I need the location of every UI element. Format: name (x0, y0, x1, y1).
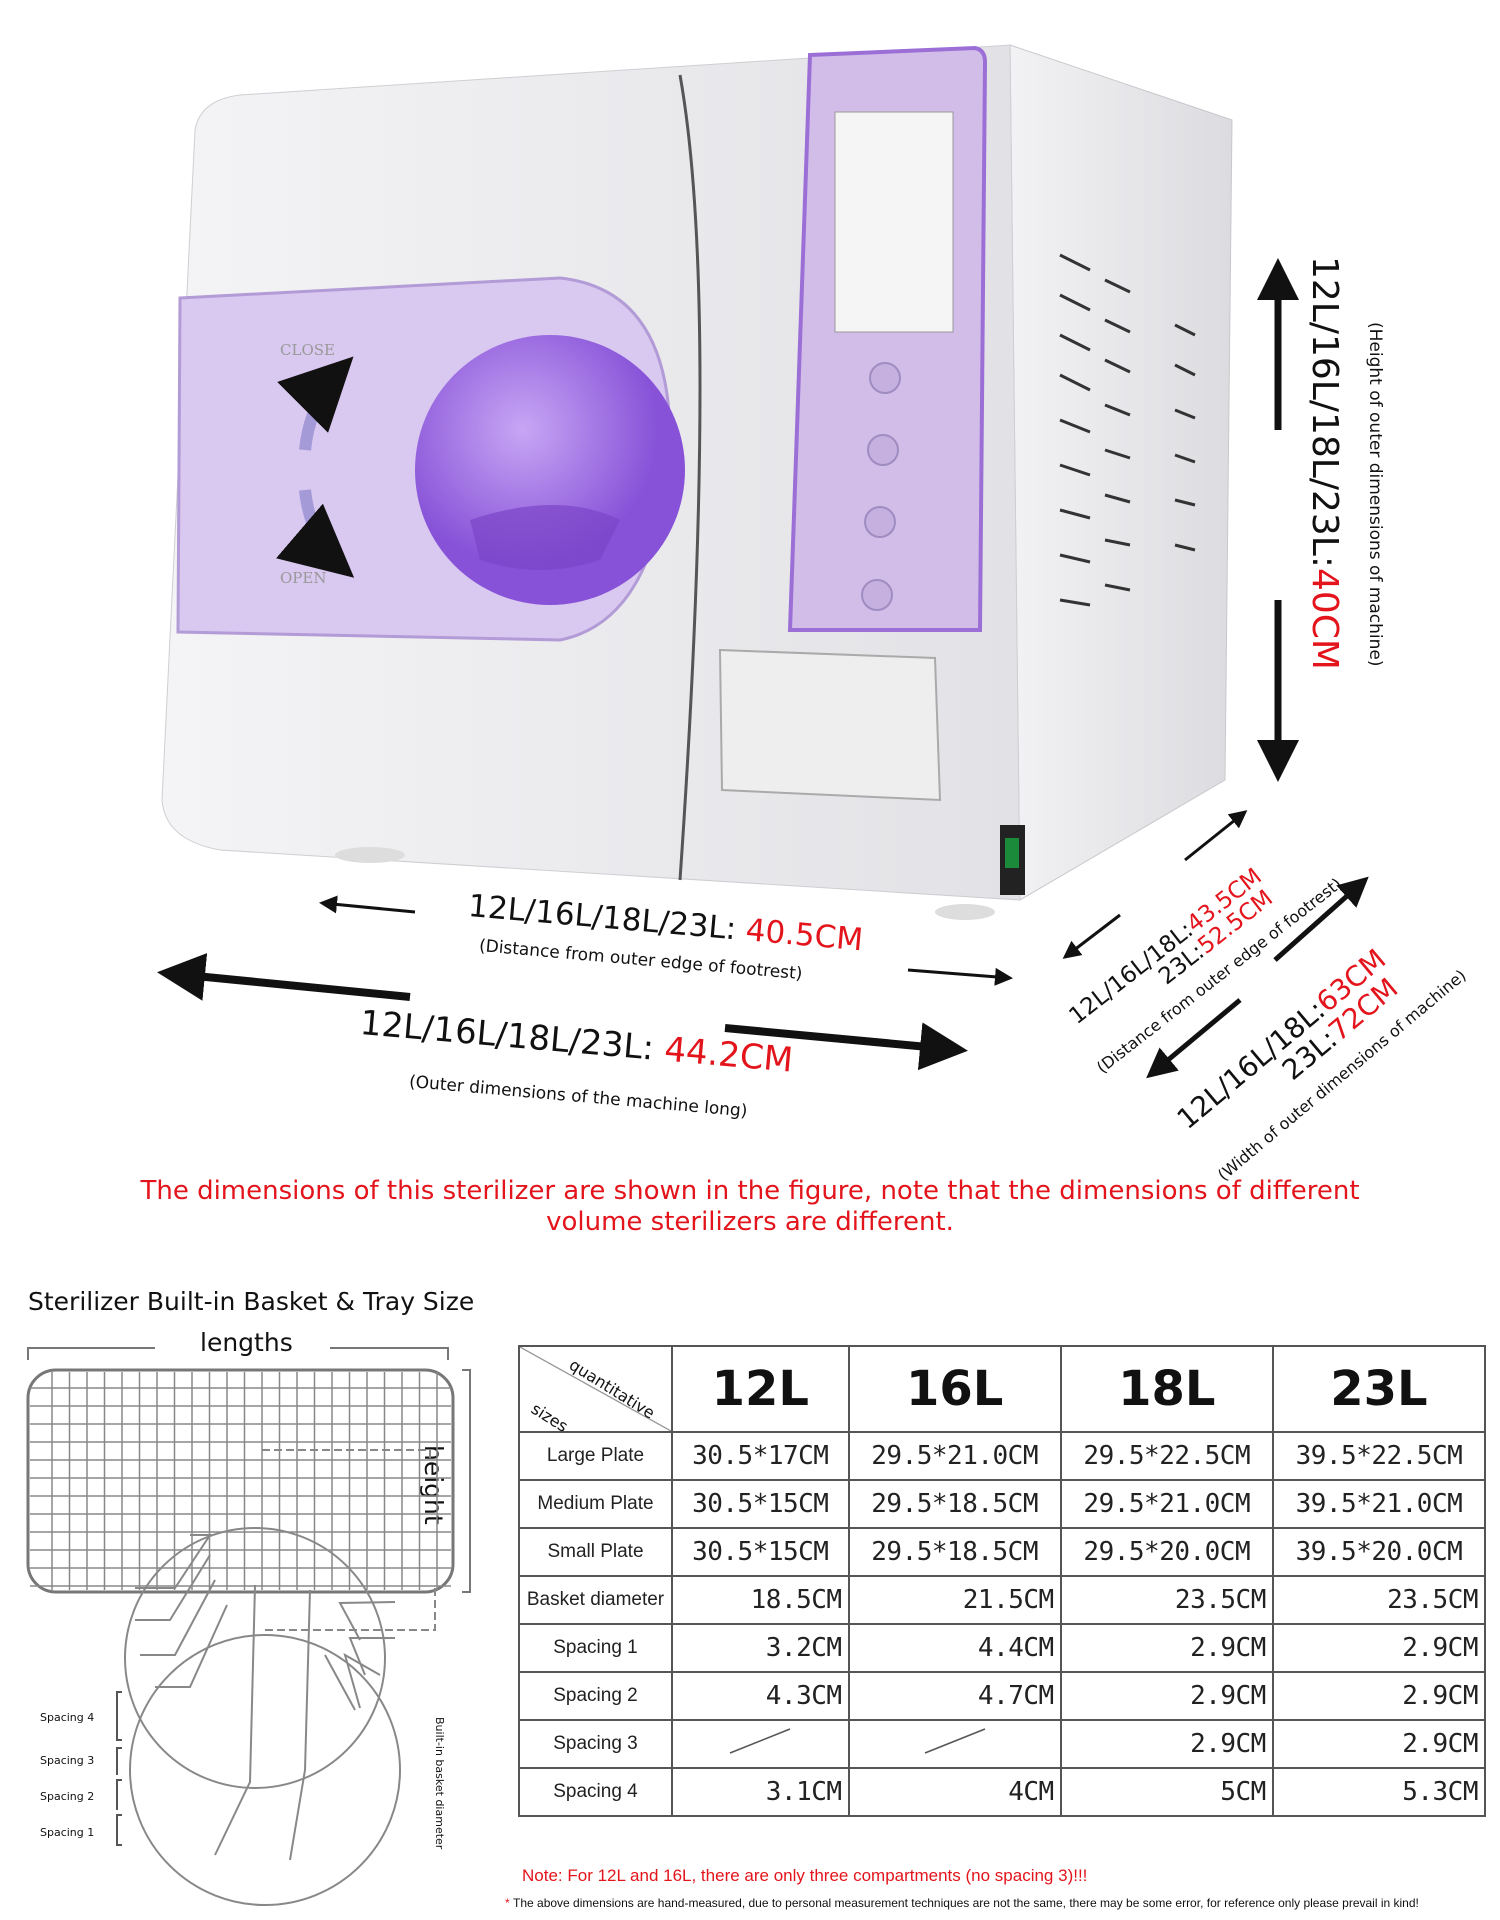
table-cell: 18.5CM (671, 1575, 850, 1625)
footnote: * The above dimensions are hand-measured… (505, 1896, 1419, 1910)
table-cell: 2.9CM (1271, 1623, 1487, 1673)
corner-top-label: quantitative (565, 1355, 659, 1423)
table-cell: 30.5*15CM (671, 1527, 850, 1577)
start-button[interactable] (861, 579, 893, 611)
table-cell: 39.5*21.0CM (1271, 1479, 1487, 1529)
down-button[interactable] (864, 506, 896, 538)
corner-bottom-label: sizes (527, 1399, 572, 1436)
table-cell: 4.3CM (671, 1671, 850, 1721)
basket-diameter-label: Built-in basket diameter (433, 1717, 446, 1850)
table-cell: 29.5*22.5CM (1059, 1431, 1274, 1481)
table-cell: 2.9CM (1059, 1671, 1274, 1721)
table-cell: 3.1CM (671, 1767, 850, 1817)
size-table: quantitative sizes 12L 16L 18L 23L Large… (518, 1345, 1487, 1817)
spacing-2-label: Spacing 2 (40, 1790, 95, 1803)
table-cell: 5CM (1059, 1767, 1274, 1817)
footnote-text: The above dimensions are hand-measured, … (513, 1896, 1419, 1910)
height-dimension: 12L/16L/18L/23L:40CM (1304, 256, 1345, 670)
table-cell: 3.2CM (671, 1623, 850, 1673)
spacing-4-label: Spacing 4 (40, 1711, 95, 1724)
height-value: 40CM (1304, 567, 1345, 670)
table-cell: 29.5*21.0CM (1059, 1479, 1274, 1529)
note: Note: For 12L and 16L, there are only th… (522, 1866, 1088, 1885)
column-header: 16L (847, 1345, 1062, 1433)
table-cell: 29.5*21.0CM (847, 1431, 1062, 1481)
lcd-screen (834, 111, 954, 333)
table-cell: 29.5*18.5CM (847, 1527, 1062, 1577)
column-header: 23L (1271, 1345, 1487, 1433)
table-cell: 23.5CM (1059, 1575, 1274, 1625)
table-cell: 4.7CM (847, 1671, 1062, 1721)
row-label: Medium Plate (518, 1479, 673, 1529)
table-header-row: quantitative sizes 12L 16L 18L 23L (518, 1345, 1487, 1436)
table-cell: 2.9CM (1059, 1719, 1274, 1769)
slash-icon (924, 1727, 985, 1754)
table-cell: 39.5*20.0CM (1271, 1527, 1487, 1577)
table-corner: quantitative sizes (518, 1345, 673, 1436)
table-cell: 2.9CM (1059, 1623, 1274, 1673)
tray-grid (26, 1368, 455, 1594)
column-header: 12L (671, 1345, 850, 1433)
row-label: Spacing 1 (518, 1623, 673, 1673)
lengths-label: lengths (200, 1328, 293, 1357)
height-prefix: 12L/16L/18L/23L: (1304, 256, 1345, 568)
height-desc: (Height of outer dimensions of machine) (1365, 322, 1385, 667)
power-switch[interactable] (1005, 838, 1019, 868)
door-open-label: OPEN (280, 569, 326, 587)
row-label: Basket diameter (518, 1575, 673, 1625)
control-button[interactable] (869, 362, 901, 394)
table-cell: 30.5*15CM (671, 1479, 850, 1529)
row-label: Large Plate (518, 1431, 673, 1481)
slash-icon (730, 1727, 791, 1754)
caption-text: The dimensions of this sterilizer are sh… (140, 1176, 1360, 1237)
table-cell: 23.5CM (1271, 1575, 1487, 1625)
row-label: Spacing 3 (518, 1719, 673, 1769)
spacing-3-label: Spacing 3 (40, 1754, 95, 1767)
printer (718, 648, 942, 802)
basket-diagram (26, 1347, 471, 1906)
table-cell: 29.5*18.5CM (847, 1479, 1062, 1529)
basket-circles (124, 1449, 436, 1906)
up-button[interactable] (867, 434, 899, 466)
basket-title: Sterilizer Built-in Basket & Tray Size (28, 1287, 475, 1316)
not-applicable-slash (847, 1719, 1062, 1769)
table-cell: 29.5*20.0CM (1059, 1527, 1274, 1577)
table-cell: 4CM (847, 1767, 1062, 1817)
table-cell: 2.9CM (1271, 1719, 1487, 1769)
sterilizer-illustration: CLOSE OPEN (157, 44, 1369, 1079)
table-cell: 5.3CM (1271, 1767, 1487, 1817)
not-applicable-slash (671, 1719, 850, 1769)
table-cell: 30.5*17CM (671, 1431, 850, 1481)
table-cell: 21.5CM (847, 1575, 1062, 1625)
caption: The dimensions of this sterilizer are sh… (0, 1176, 1500, 1238)
row-label: Spacing 4 (518, 1767, 673, 1817)
row-label: Spacing 2 (518, 1671, 673, 1721)
door-close-label: CLOSE (280, 341, 335, 359)
column-header: 18L (1059, 1345, 1274, 1433)
table-cell: 39.5*22.5CM (1271, 1431, 1487, 1481)
asterisk: * (505, 1896, 514, 1910)
row-label: Small Plate (518, 1527, 673, 1577)
spacing-1-label: Spacing 1 (40, 1826, 95, 1839)
table-cell: 2.9CM (1271, 1671, 1487, 1721)
table-cell: 4.4CM (847, 1623, 1062, 1673)
